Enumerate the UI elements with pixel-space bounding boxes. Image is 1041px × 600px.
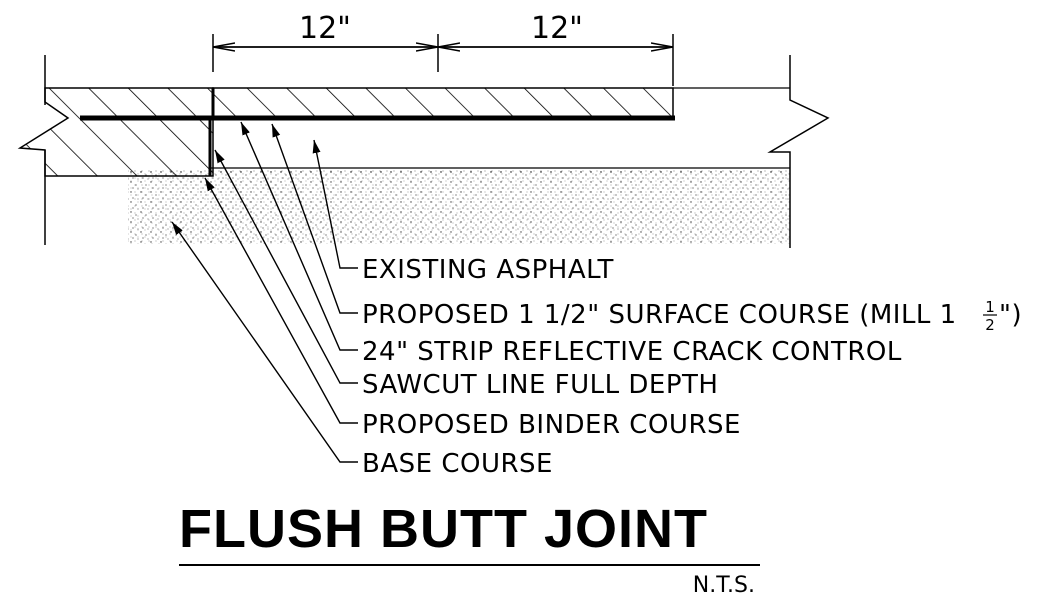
leader-base-course <box>171 221 358 463</box>
existing-asphalt-region <box>17 87 214 177</box>
leader-existing-asphalt <box>312 139 358 269</box>
leader-sawcut <box>214 149 358 384</box>
dimension-label-left: 12" <box>299 11 351 46</box>
label-sawcut: SAWCUT LINE FULL DEPTH <box>362 370 718 400</box>
pavement-cross-section <box>17 55 830 248</box>
label-base-course: BASE COURSE <box>362 449 553 479</box>
label-surface-course-close: ") <box>999 300 1022 330</box>
title-block: FLUSH BUTT JOINT N.T.S. <box>179 499 760 598</box>
label-crack-control: 24" STRIP REFLECTIVE CRACK CONTROL <box>362 337 902 367</box>
leader-lines <box>171 121 358 463</box>
proposed-surface-course-region <box>212 87 674 119</box>
label-surface-course: PROPOSED 1 1/2" SURFACE COURSE (MILL 1 <box>362 300 957 330</box>
label-existing-asphalt: EXISTING ASPHALT <box>362 255 614 285</box>
label-surface-course-fraction-num: 1 <box>985 298 995 316</box>
dimension-line: 12" 12" <box>212 11 674 86</box>
right-break-line <box>767 55 830 248</box>
leader-crack-control <box>240 121 358 351</box>
label-surface-course-fraction-den: 2 <box>985 316 995 334</box>
leader-surface-course <box>271 123 358 314</box>
label-binder-course: PROPOSED BINDER COURSE <box>362 410 741 440</box>
diagram-title: FLUSH BUTT JOINT <box>179 499 708 559</box>
callout-labels: EXISTING ASPHALT PROPOSED 1 1/2" SURFACE… <box>362 255 1022 479</box>
dimension-label-right: 12" <box>531 11 583 46</box>
leader-binder-course <box>204 177 358 424</box>
scale-note: N.T.S. <box>693 573 755 598</box>
